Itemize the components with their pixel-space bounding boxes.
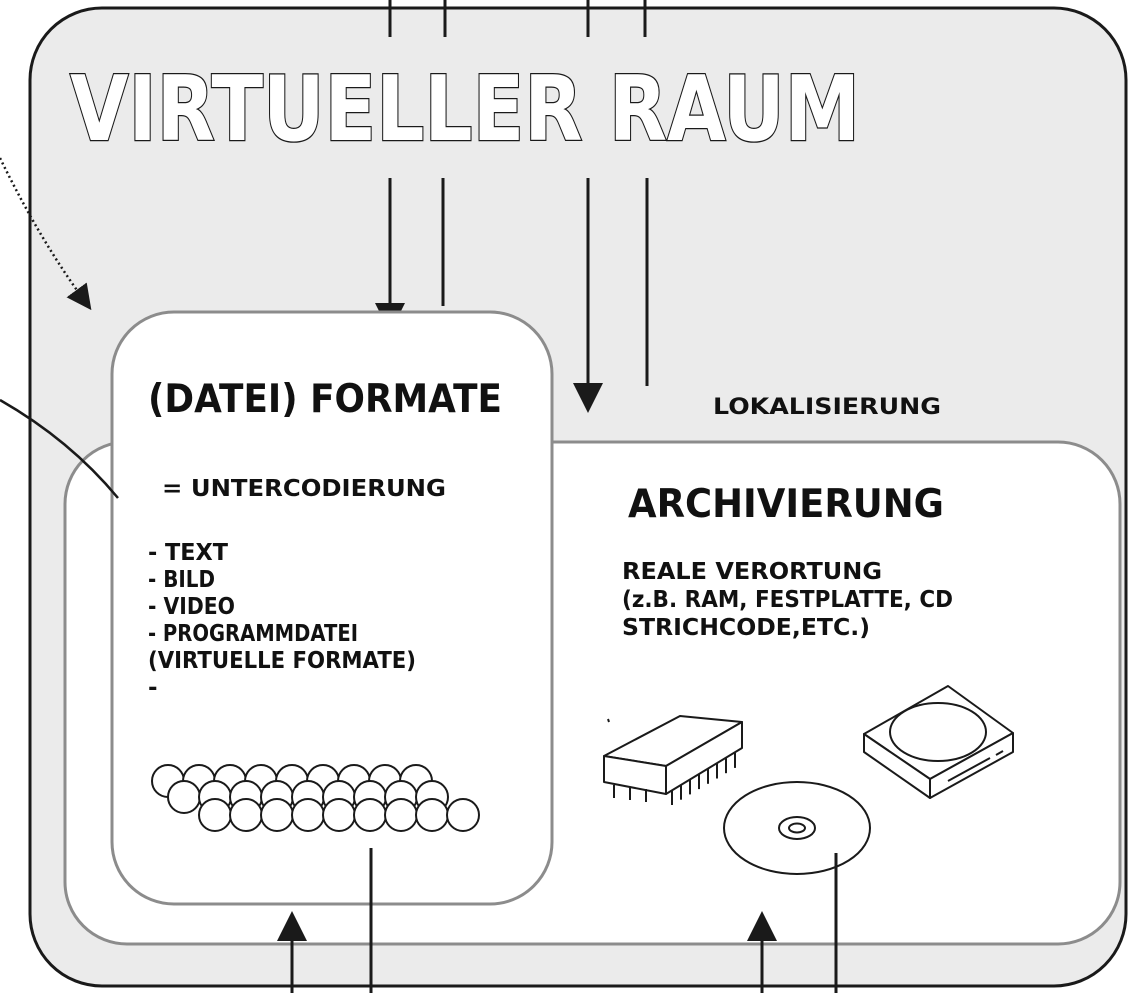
spheres-pattern-icon: [151, 764, 480, 832]
formats-box: [110, 310, 554, 906]
format-item: - PROGRAMMDATEI: [148, 621, 358, 647]
localization-label: LOKALISIERUNG: [713, 395, 941, 420]
sphere: [353, 798, 387, 832]
sphere: [229, 798, 263, 832]
hard-drive-icon: [863, 685, 1014, 799]
sphere: [260, 798, 294, 832]
sphere: [167, 780, 201, 814]
diagram-title: VIRTUELLER RAUM: [70, 57, 860, 162]
sphere: [446, 798, 480, 832]
formats-heading: (DATEI) FORMATE: [148, 377, 502, 422]
sphere: [322, 798, 356, 832]
dotted-arrow: [0, 157, 92, 311]
archive-line: (z.B. RAM, FESTPLATTE, CD: [622, 587, 953, 613]
ram-chip-icon: [603, 715, 743, 805]
sphere: [384, 798, 418, 832]
archive-heading: ARCHIVIERUNG: [628, 482, 944, 527]
format-item: - VIDEO: [148, 594, 235, 620]
cd-disc-icon: [723, 781, 871, 875]
archive-line: REALE VERORTUNG: [622, 559, 882, 585]
archive-line: STRICHCODE,ETC.): [622, 615, 870, 641]
format-item: - BILD: [148, 567, 215, 593]
title-down-arrows: [375, 178, 649, 413]
format-item: (VIRTUELLE FORMATE): [148, 648, 416, 674]
format-item: - TEXT: [148, 540, 228, 566]
format-item: -: [148, 675, 158, 701]
sphere: [415, 798, 449, 832]
curved-connector: [0, 398, 119, 499]
formats-subheading: = UNTERCODIERUNG: [162, 476, 446, 502]
bottom-connector-lines: [277, 848, 838, 993]
top-connector-lines: [388, 0, 647, 37]
sphere: [198, 798, 232, 832]
sphere: [291, 798, 325, 832]
